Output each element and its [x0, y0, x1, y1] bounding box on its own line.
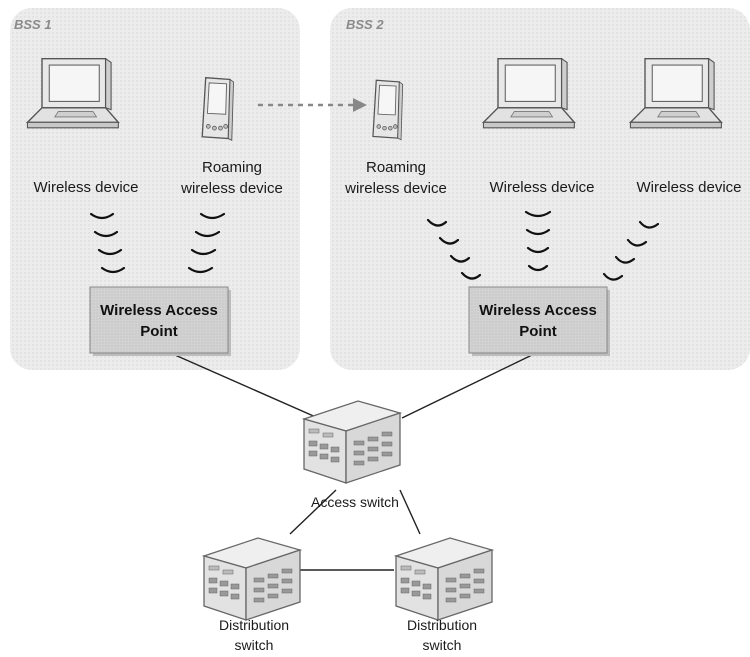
distribution-switch-icon	[395, 537, 493, 621]
access-point-label-line2: Point	[519, 323, 557, 340]
access-switch-label: Access switch	[311, 494, 399, 510]
roaming-arrow	[258, 98, 367, 112]
device-label-line1: Roaming	[202, 159, 262, 176]
radio-waves-icon	[426, 218, 482, 280]
access-point-label-line2: Point	[140, 323, 178, 340]
device-label-line2: wireless device	[180, 180, 283, 197]
distribution-switch-label-line2: switch	[235, 637, 274, 653]
access-switch-icon	[303, 400, 401, 484]
distribution-switch-label-line2: switch	[423, 637, 462, 653]
access-point-label-line1: Wireless Access	[100, 302, 218, 319]
distribution-switch-icon	[203, 537, 301, 621]
distribution-switch-label-line1: Distribution	[219, 617, 289, 633]
device-label: Wireless device	[489, 179, 594, 196]
device-label: Wireless device	[33, 179, 138, 196]
radio-waves-icon	[89, 212, 126, 274]
device-label-line1: Roaming	[366, 159, 426, 176]
access-point-1: Wireless Access Point	[89, 286, 231, 356]
link-access-dist2	[399, 489, 421, 535]
bss-1-label: BSS 1	[14, 17, 52, 32]
link-access-dist1	[289, 489, 337, 535]
link-ap1-access	[174, 354, 319, 419]
radio-waves-icon	[602, 220, 660, 281]
radio-waves-icon	[187, 212, 226, 274]
distribution-switch-label-line1: Distribution	[407, 617, 477, 633]
access-point-label-line1: Wireless Access	[479, 302, 597, 319]
pda-icon	[201, 77, 235, 141]
pda-icon	[372, 79, 404, 141]
access-point-2: Wireless Access Point	[468, 286, 610, 356]
device-label-line2: wireless device	[344, 180, 447, 197]
device-label: Wireless device	[636, 179, 741, 196]
link-ap2-access	[401, 354, 533, 419]
radio-waves-icon	[524, 210, 552, 272]
bss-2-label: BSS 2	[346, 17, 384, 32]
